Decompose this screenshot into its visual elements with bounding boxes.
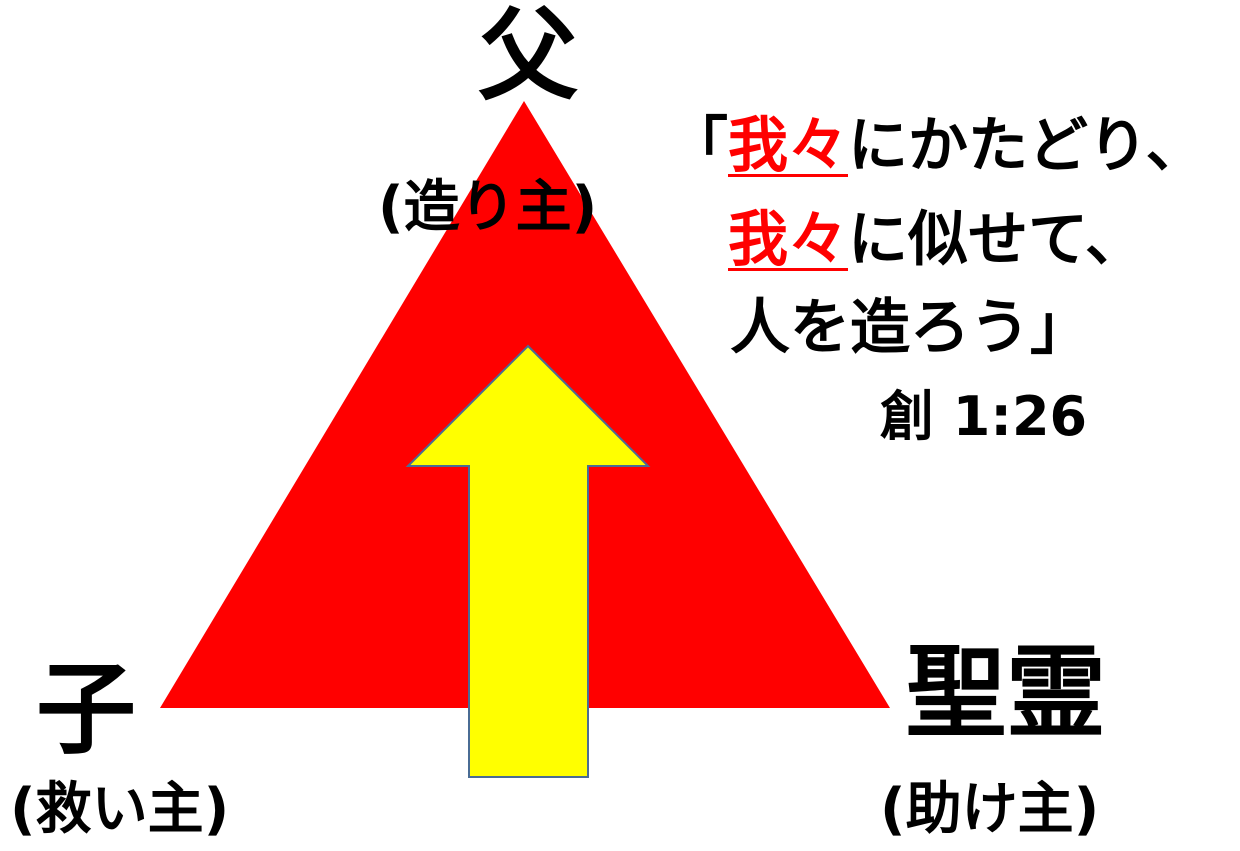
spirit-label: 聖霊: [906, 634, 1106, 751]
quote-line-1-rest: にかたどり、: [848, 111, 1206, 181]
quote-line-2-rest: に似せて、: [848, 205, 1145, 275]
quote-line-1: 「我々にかたどり、: [668, 116, 1206, 176]
father-role: (造り主): [378, 175, 598, 240]
quote-line-2: 我々に似せて、: [728, 210, 1145, 270]
quote-emphasis-2: 我々: [728, 205, 848, 275]
quote-emphasis-1: 我々: [728, 111, 848, 181]
quote-open-bracket: 「: [668, 111, 728, 181]
son-role: (救い主): [10, 777, 230, 842]
father-label: 父: [478, 0, 578, 114]
quote-citation: 創 1:26: [880, 385, 1088, 448]
son-label: 子: [36, 651, 136, 768]
spirit-role: (助け主): [880, 777, 1100, 842]
upward-arrow: [405, 344, 651, 778]
quote-line-3: 人を造ろう」: [730, 293, 1090, 363]
